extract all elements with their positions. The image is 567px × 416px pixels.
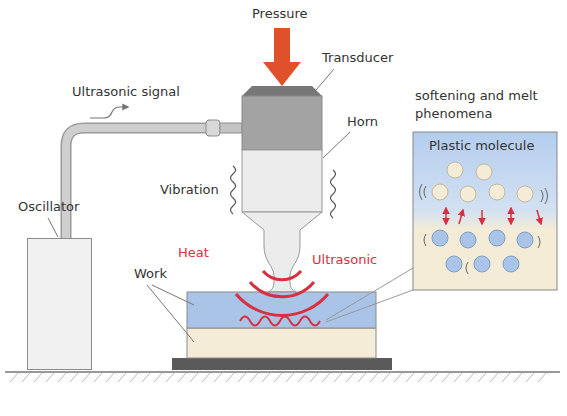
label-holder: Horn — [347, 114, 378, 130]
transducer-cap — [242, 86, 322, 96]
part-label: Vibration — [160, 182, 219, 198]
cable-plug — [206, 120, 220, 136]
pressure-arrow — [263, 28, 301, 86]
motion-marks — [420, 184, 548, 274]
leader-line — [152, 285, 194, 305]
vibration-mark — [331, 170, 336, 218]
part-label: Transducer — [322, 50, 393, 66]
oscillator-box: Oscillator — [27, 238, 92, 370]
heat-wave — [240, 317, 320, 326]
node-text: Plastic molecule — [429, 138, 561, 154]
vibration-mark — [231, 166, 236, 214]
work-lower — [187, 328, 376, 358]
ultrasonic-waves — [236, 271, 328, 315]
molecules-lower — [432, 230, 533, 272]
leader-line — [147, 285, 194, 342]
leader-line — [323, 132, 350, 158]
label-holder: Ultrasonic — [312, 252, 377, 268]
zoom-line — [326, 268, 413, 320]
inset-box: softening and melt phenomenaPlastic mole… — [413, 132, 562, 290]
transducer-body — [242, 96, 322, 150]
leader-line — [48, 218, 58, 237]
label-holder: Vibration — [160, 182, 219, 198]
molecules-upper — [432, 162, 533, 202]
label-holder: Heat — [178, 245, 209, 261]
inset-frame — [413, 132, 557, 290]
floor — [5, 372, 560, 382]
leader-line — [316, 69, 334, 90]
part-label: Ultrasonic — [312, 252, 377, 268]
inset-ground — [413, 132, 557, 290]
label-holder: Ultrasonic signal — [72, 84, 180, 100]
label-holder: Pressure — [252, 6, 308, 22]
part-label: Pressure — [252, 6, 308, 22]
part-label: Ultrasonic signal — [72, 84, 180, 100]
part-label: Work — [134, 266, 167, 282]
zoom-line — [326, 290, 413, 322]
label-holder: Work — [134, 266, 167, 282]
cable-plug — [220, 123, 242, 133]
node-heading: softening and melt phenomena — [415, 87, 561, 123]
label-holder: Transducer — [322, 50, 393, 66]
horn-tip — [242, 212, 322, 292]
molecule-motion — [446, 208, 541, 224]
signal-arrow — [90, 107, 128, 118]
anvil-plate — [172, 358, 392, 370]
node-heading: Oscillator — [18, 199, 91, 215]
part-label: Heat — [178, 245, 209, 261]
part-label: Horn — [347, 114, 378, 130]
horn-body — [242, 150, 322, 212]
